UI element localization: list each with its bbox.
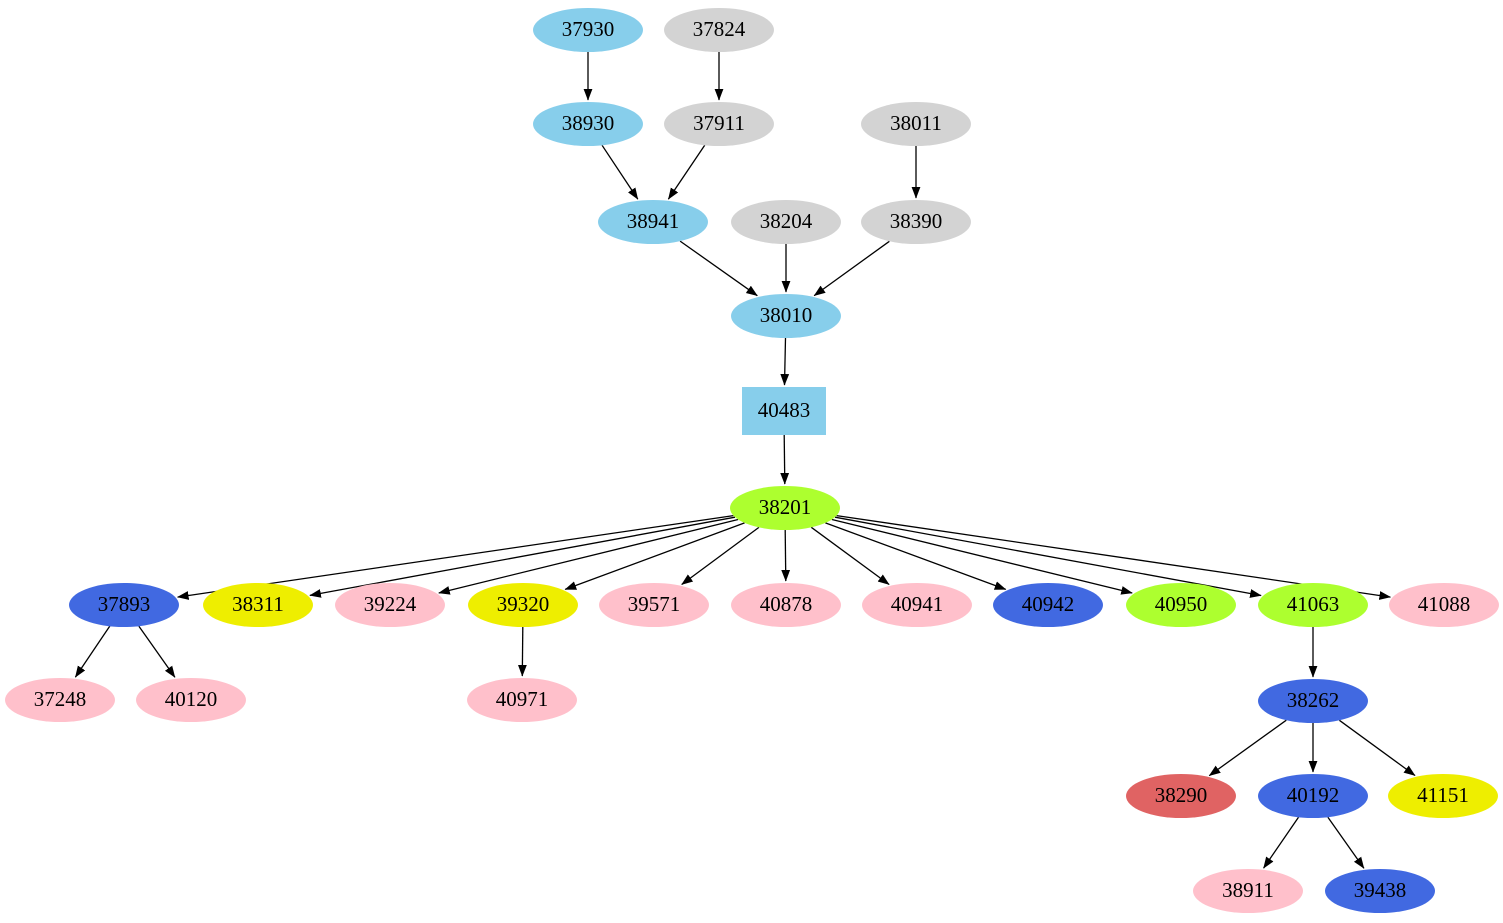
edge-38941-38010 (679, 240, 758, 297)
node-label: 41088 (1417, 591, 1471, 616)
node-label: 39320 (496, 591, 550, 616)
node-40971: 40971 (467, 678, 577, 722)
node-37911: 37911 (664, 102, 774, 146)
edge-39320-40971 (518, 626, 527, 677)
node-label: 38011 (890, 110, 942, 135)
edge-38201-38311 (309, 516, 736, 598)
node-label: 38204 (759, 208, 813, 233)
node-40483: 40483 (742, 387, 826, 435)
edge-38201-40941 (810, 526, 890, 586)
node-39438: 39438 (1325, 869, 1435, 913)
edge-38201-39571 (681, 526, 760, 586)
node-39320: 39320 (468, 583, 578, 627)
node-label: 37248 (33, 686, 87, 711)
node-37824: 37824 (664, 8, 774, 52)
node-label: 41063 (1286, 591, 1340, 616)
node-label: 38262 (1286, 687, 1340, 712)
node-label: 38941 (626, 208, 680, 233)
edge-38201-40942 (825, 522, 1007, 591)
edge-38201-40878 (781, 529, 791, 582)
edge-40192-39438 (1327, 816, 1365, 869)
node-38262: 38262 (1258, 679, 1368, 723)
node-37248: 37248 (5, 678, 115, 722)
node-label: 39224 (363, 591, 417, 616)
node-label: 40950 (1154, 591, 1208, 616)
node-label: 38201 (758, 494, 812, 519)
node-39571: 39571 (599, 583, 709, 627)
node-label: 39438 (1353, 877, 1407, 902)
node-label: 37930 (561, 16, 615, 41)
node-37893: 37893 (69, 583, 179, 627)
node-40942: 40942 (993, 583, 1103, 627)
node-39224: 39224 (335, 583, 445, 627)
node-label: 40192 (1286, 782, 1340, 807)
node-label: 40120 (164, 686, 218, 711)
node-41151: 41151 (1388, 774, 1498, 818)
edge-37911-38941 (667, 144, 706, 200)
node-38311: 38311 (203, 583, 313, 627)
node-40192: 40192 (1258, 774, 1368, 818)
node-38011: 38011 (861, 102, 971, 146)
edge-38262-38290 (1208, 719, 1287, 777)
edge-38390-38010 (813, 240, 890, 297)
node-label: 38311 (232, 591, 284, 616)
edge-38930-38941 (601, 144, 639, 200)
node-label: 40941 (890, 591, 944, 616)
node-38290: 38290 (1126, 774, 1236, 818)
node-label: 37893 (97, 591, 151, 616)
node-38941: 38941 (598, 200, 708, 244)
node-41088: 41088 (1389, 583, 1499, 627)
node-40878: 40878 (731, 583, 841, 627)
node-label: 40971 (495, 686, 549, 711)
edge-38201-41063 (834, 516, 1262, 598)
node-label: 40878 (759, 591, 813, 616)
node-label: 38010 (759, 302, 813, 327)
edge-38262-41151 (1339, 719, 1416, 777)
node-40950: 40950 (1126, 583, 1236, 627)
edge-38201-39224 (438, 518, 739, 595)
node-label: 39571 (627, 591, 681, 616)
node-38930: 38930 (533, 102, 643, 146)
node-label: 37911 (693, 110, 745, 135)
node-40941: 40941 (862, 583, 972, 627)
node-40120: 40120 (136, 678, 246, 722)
node-label: 38390 (889, 208, 943, 233)
node-label: 37824 (692, 16, 746, 41)
node-37930: 37930 (533, 8, 643, 52)
edge-40483-38201 (780, 434, 790, 485)
edge-38010-40483 (780, 337, 790, 386)
node-38204: 38204 (731, 200, 841, 244)
node-38911: 38911 (1193, 869, 1303, 913)
node-41063: 41063 (1258, 583, 1368, 627)
node-38010: 38010 (731, 294, 841, 338)
node-label: 40942 (1021, 591, 1075, 616)
edge-38201-39320 (564, 522, 745, 591)
edge-40192-38911 (1263, 816, 1300, 869)
edge-38201-40950 (831, 518, 1133, 595)
node-label: 38911 (1222, 877, 1274, 902)
node-label: 41151 (1417, 782, 1469, 807)
edge-37893-40120 (138, 625, 176, 678)
node-label: 40483 (757, 397, 811, 422)
edge-37893-37248 (74, 625, 111, 678)
node-38390: 38390 (861, 200, 971, 244)
node-38201: 38201 (730, 486, 840, 530)
node-label: 38290 (1154, 782, 1208, 807)
node-label: 38930 (561, 110, 615, 135)
